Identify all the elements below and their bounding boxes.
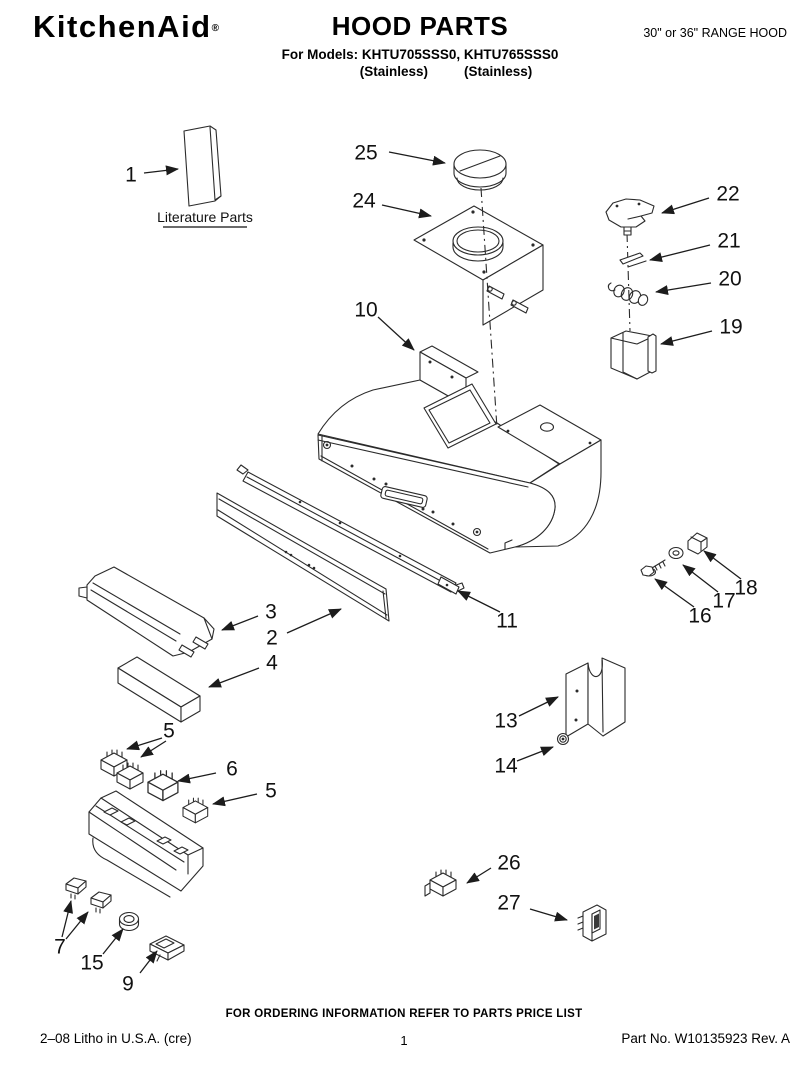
callout-label-5a: 5	[163, 720, 175, 743]
part-switch-5c	[182, 797, 209, 824]
callout-arrow-11	[457, 590, 501, 613]
callout-arrow-5a2	[140, 740, 167, 758]
callout-arrow-22	[661, 197, 710, 215]
callout-label-22: 22	[716, 183, 739, 206]
callout-label-20: 20	[718, 268, 741, 291]
callout-arrow-1	[143, 165, 179, 176]
callout-arrow-21	[649, 244, 711, 262]
part-button-cap-a	[65, 877, 87, 900]
callout-label-26: 26	[497, 852, 520, 875]
callout-label-18: 18	[734, 577, 757, 600]
part-damper-box	[610, 330, 657, 380]
centerline-right	[626, 232, 631, 332]
part-grease-filter	[117, 656, 201, 723]
page-title: HOOD PARTS	[331, 11, 509, 41]
part-control-housing	[88, 790, 204, 898]
callout-arrow-24	[381, 204, 432, 219]
product-type-label: 30" or 36" RANGE HOOD	[643, 26, 787, 40]
callout-arrow-16	[654, 578, 695, 608]
callout-label-16: 16	[688, 605, 711, 628]
part-literature-booklet	[183, 125, 222, 207]
callout-label-17: 17	[712, 590, 735, 613]
callout-arrow-10	[377, 316, 415, 351]
callout-arrow-17	[682, 564, 719, 593]
callout-arrow-25	[388, 151, 446, 166]
callout-arrow-26	[466, 867, 492, 884]
callout-arrow-13	[518, 696, 559, 717]
models-line: For Models: KHTU705SSS0, KHTU765SSS0	[281, 47, 559, 62]
callout-label-6: 6	[226, 758, 238, 781]
part-switch-6	[147, 770, 179, 802]
callout-label-1: 1	[125, 164, 137, 187]
title-block: HOOD PARTS For Models: KHTU705SSS0, KHTU…	[240, 11, 600, 79]
callout-label-2: 2	[266, 627, 278, 650]
part-rocker-switch	[149, 935, 185, 962]
registered-mark: ®	[211, 23, 219, 34]
callout-label-24: 24	[352, 190, 376, 213]
part-screw	[640, 559, 666, 577]
callout-labels: 1 25 24 22 21 20 19 10 11 3 2 4 5 6 5 13…	[54, 142, 758, 996]
part-connector	[424, 882, 431, 897]
page-number: 1	[400, 1033, 408, 1048]
part-switch-26	[429, 869, 457, 897]
callout-label-14: 14	[494, 755, 518, 778]
part-lamp-assembly	[78, 566, 215, 658]
part-power-switch	[577, 904, 607, 942]
callout-arrow-2	[286, 608, 342, 634]
callout-arrow-20	[655, 282, 712, 295]
callout-label-27: 27	[497, 892, 520, 915]
callout-label-21: 21	[717, 230, 740, 253]
callout-arrow-19	[660, 330, 713, 346]
callout-arrow-14	[516, 746, 554, 762]
callout-arrow-4	[208, 667, 260, 688]
callout-arrow-5a1	[126, 737, 163, 751]
part-clip	[687, 532, 708, 555]
part-bushing	[118, 911, 140, 932]
callout-label-15: 15	[80, 952, 103, 975]
part-washer	[668, 546, 684, 560]
finish-row: (Stainless) (Stainless)	[266, 64, 626, 79]
brand-name: KitchenAid	[33, 9, 212, 44]
callout-arrow-5b	[212, 793, 258, 807]
callout-arrows	[61, 151, 742, 974]
part-damper-spring	[607, 282, 649, 306]
centerline-main	[480, 187, 498, 429]
part-grommet	[556, 732, 570, 746]
part-vent-adapter-plate	[413, 205, 544, 326]
part-damper-bracket	[605, 198, 655, 236]
callout-arrow-3	[221, 615, 259, 631]
callout-label-5b: 5	[265, 780, 277, 803]
callout-label-11: 11	[496, 610, 518, 633]
callout-label-13: 13	[494, 710, 517, 733]
callout-label-10: 10	[354, 299, 377, 322]
callout-arrow-27	[529, 908, 568, 922]
part-hood-body	[317, 345, 602, 554]
callout-label-3: 3	[265, 601, 277, 624]
finish-right: (Stainless)	[464, 64, 533, 79]
kitchenaid-logo: KitchenAid®	[33, 9, 219, 45]
part-button-cap-b	[90, 891, 112, 914]
part-cover-bracket	[565, 657, 626, 738]
part-mounting-rail	[236, 464, 465, 595]
part-pin	[619, 252, 647, 268]
callout-label-25: 25	[354, 142, 377, 165]
callout-label-7: 7	[54, 936, 66, 959]
callout-label-9: 9	[122, 973, 134, 996]
callout-arrow-6	[177, 772, 217, 784]
callout-label-4: 4	[266, 652, 278, 675]
literature-parts-label: Literature Parts	[157, 209, 253, 225]
callout-arrow-7b	[65, 911, 89, 940]
callout-arrow-9	[139, 950, 158, 974]
callout-label-19: 19	[719, 316, 742, 339]
callout-arrow-18	[703, 550, 742, 580]
finish-left: (Stainless)	[359, 64, 428, 79]
part-number: Part No. W10135923 Rev. A	[621, 1031, 790, 1046]
part-front-panel	[216, 492, 390, 622]
callout-arrow-15	[102, 928, 124, 955]
litho-line: 2–08 Litho in U.S.A. (cre)	[40, 1031, 192, 1046]
ordering-note: FOR ORDERING INFORMATION REFER TO PARTS …	[225, 1008, 583, 1020]
part-damper-cap	[453, 149, 507, 191]
callout-arrow-7a	[61, 900, 73, 938]
